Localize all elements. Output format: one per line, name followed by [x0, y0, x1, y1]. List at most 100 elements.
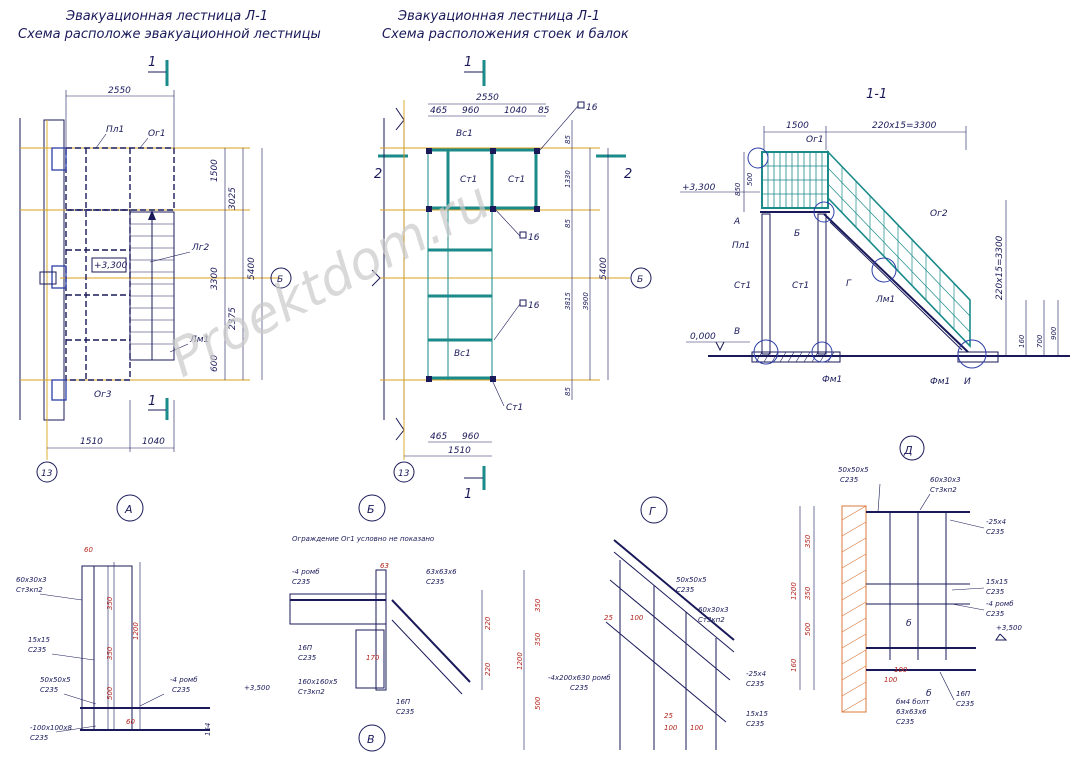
svg-text:-4 ромб: -4 ромб	[292, 568, 320, 576]
svg-text:1500: 1500	[210, 159, 220, 182]
svg-text:1500: 1500	[786, 121, 809, 131]
svg-text:85: 85	[564, 219, 572, 228]
svg-text:С235: С235	[956, 700, 975, 708]
svg-text:С235: С235	[396, 708, 415, 716]
svg-text:Г: Г	[846, 279, 852, 289]
svg-text:2: 2	[624, 167, 632, 182]
svg-text:500: 500	[534, 696, 542, 710]
svg-text:5400: 5400	[599, 257, 609, 280]
svg-text:60: 60	[126, 718, 135, 726]
title-mid-2: Схема расположения стоек и балок	[382, 27, 629, 42]
svg-text:А: А	[733, 217, 740, 227]
svg-text:С235: С235	[676, 586, 695, 594]
detail-b: Б Ограждение Ог1 условно не показано 63 …	[289, 494, 492, 752]
svg-text:Ог1: Ог1	[148, 129, 166, 139]
svg-text:220x15=3300: 220x15=3300	[872, 121, 937, 131]
svg-text:1040: 1040	[142, 437, 165, 447]
svg-text:100: 100	[894, 666, 908, 674]
svg-text:С235: С235	[40, 686, 59, 694]
svg-text:100: 100	[664, 724, 678, 732]
svg-text:С235: С235	[292, 578, 311, 586]
svg-text:-25x4: -25x4	[986, 518, 1006, 526]
svg-text:350: 350	[534, 598, 542, 612]
svg-text:Ст1: Ст1	[506, 403, 523, 413]
svg-text:Ст1: Ст1	[734, 281, 751, 291]
svg-text:16П: 16П	[298, 644, 313, 652]
level-label: +3,300	[94, 261, 128, 271]
svg-text:100: 100	[884, 676, 898, 684]
svg-text:Д: Д	[903, 444, 913, 457]
svg-text:15x15: 15x15	[746, 710, 769, 718]
svg-text:Б: Б	[277, 275, 283, 285]
svg-text:2550: 2550	[108, 86, 131, 96]
svg-text:350: 350	[534, 632, 542, 646]
svg-text:500: 500	[746, 172, 754, 186]
svg-text:С235: С235	[30, 734, 49, 742]
svg-text:220x15=3300: 220x15=3300	[995, 235, 1005, 300]
svg-text:2: 2	[374, 167, 382, 182]
svg-text:500: 500	[106, 686, 114, 700]
svg-text:3815: 3815	[564, 292, 572, 310]
svg-text:85: 85	[538, 106, 550, 116]
svg-text:+3,500: +3,500	[244, 684, 270, 692]
svg-text:63x63x6: 63x63x6	[426, 568, 457, 576]
left-plan: 1 1	[19, 55, 292, 483]
svg-text:С235: С235	[986, 528, 1005, 536]
svg-text:1510: 1510	[448, 446, 471, 456]
svg-text:60x30x3: 60x30x3	[16, 576, 47, 584]
svg-text:В: В	[734, 327, 740, 337]
svg-text:Ст1: Ст1	[460, 175, 477, 185]
svg-text:900: 900	[1050, 326, 1058, 340]
svg-text:С235: С235	[746, 720, 765, 728]
svg-text:С235: С235	[426, 578, 445, 586]
svg-text:960: 960	[462, 432, 479, 442]
svg-text:1: 1	[148, 394, 156, 409]
svg-text:И: И	[964, 377, 971, 387]
svg-text:220: 220	[484, 616, 492, 630]
svg-text:350: 350	[804, 534, 812, 548]
title-left-2: Схема расположе эвакуационной лестницы	[18, 27, 321, 42]
svg-text:164: 164	[204, 723, 212, 736]
svg-text:160x160x5: 160x160x5	[298, 678, 338, 686]
svg-text:-4x200x630 ромб: -4x200x630 ромб	[548, 674, 611, 682]
svg-text:Б: Б	[637, 275, 643, 285]
svg-text:3025: 3025	[228, 187, 238, 210]
svg-text:б: б	[926, 689, 932, 699]
svg-text:5400: 5400	[247, 257, 257, 280]
svg-text:100: 100	[690, 724, 704, 732]
svg-text:2550: 2550	[476, 93, 499, 103]
svg-text:-100x100x8: -100x100x8	[30, 724, 73, 732]
svg-text:Ог2: Ог2	[930, 209, 948, 219]
svg-text:85: 85	[564, 387, 572, 396]
svg-text:16П: 16П	[396, 698, 411, 706]
svg-text:0,000: 0,000	[690, 332, 716, 342]
svg-text:Ог3: Ог3	[94, 390, 112, 400]
svg-text:13: 13	[398, 469, 410, 479]
svg-text:85: 85	[564, 135, 572, 144]
mid-plan: 1 1 2 2	[371, 55, 652, 502]
svg-text:465: 465	[430, 432, 447, 442]
svg-text:170: 170	[366, 654, 380, 662]
svg-text:-4 ромб: -4 ромб	[170, 676, 198, 684]
svg-text:60x30x3: 60x30x3	[698, 606, 729, 614]
svg-text:Ограждение Ог1 условно не пока: Ограждение Ог1 условно не показано	[292, 535, 434, 543]
svg-text:2375: 2375	[228, 307, 238, 330]
svg-text:16: 16	[586, 103, 598, 113]
svg-text:220: 220	[484, 662, 492, 676]
svg-text:15x15: 15x15	[986, 578, 1009, 586]
svg-text:350: 350	[106, 646, 114, 660]
svg-text:В: В	[367, 733, 375, 746]
svg-text:Вс1: Вс1	[456, 129, 473, 139]
svg-text:Лм1: Лм1	[189, 335, 209, 345]
detail-g: Г 350 350 1200 500 25 100 25 100 100 50x…	[516, 496, 769, 750]
svg-text:1040: 1040	[504, 106, 527, 116]
svg-text:3300: 3300	[210, 267, 220, 290]
svg-text:бм4 болт: бм4 болт	[896, 698, 930, 706]
svg-text:16П: 16П	[956, 690, 971, 698]
svg-text:-25x4: -25x4	[746, 670, 766, 678]
svg-text:50x50x5: 50x50x5	[838, 466, 869, 474]
svg-text:16: 16	[528, 301, 540, 311]
svg-text:Вс1: Вс1	[454, 349, 471, 359]
svg-text:С235: С235	[298, 654, 317, 662]
